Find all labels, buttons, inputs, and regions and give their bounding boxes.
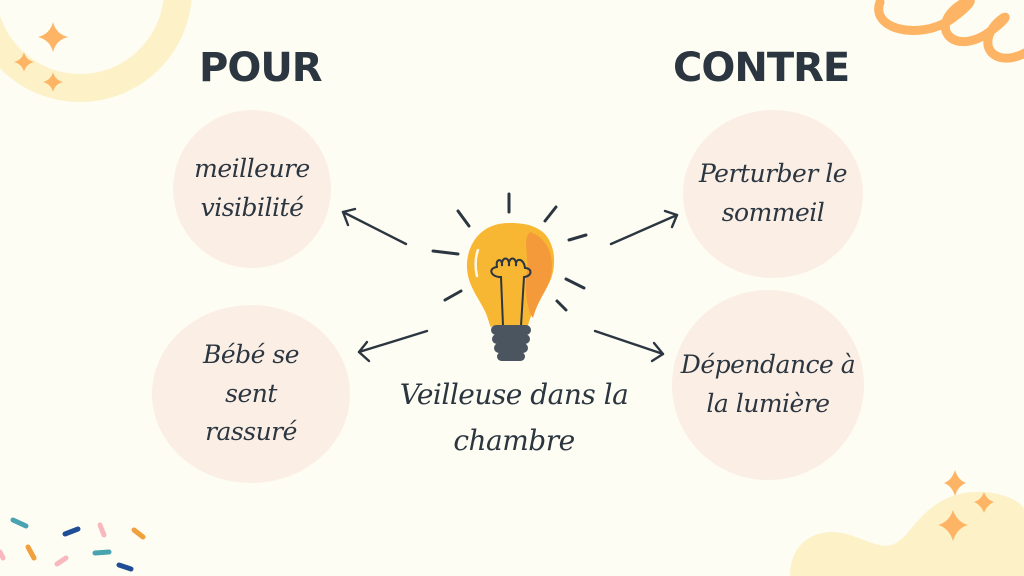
item-text: Bébé se: [202, 339, 300, 369]
sparkle-icon: [14, 22, 68, 92]
center-topic-label: Veilleuse dans la chambre: [380, 372, 648, 464]
item-text: Dépendance à: [680, 350, 856, 380]
pour-item-visibility: meilleure visibilité: [173, 110, 331, 268]
arrow-icon: [357, 329, 429, 354]
pour-heading: POUR: [199, 45, 323, 91]
sparkle-icon: [938, 470, 994, 541]
item-text: meilleure: [194, 154, 310, 184]
center-topic-line: chambre: [453, 424, 575, 458]
blob-shape: [790, 491, 1024, 576]
contre-item-dependence: Dépendance à la lumière: [672, 290, 864, 480]
contre-item-sleep: Perturber le sommeil: [683, 110, 863, 278]
item-text: visibilité: [200, 193, 304, 222]
squiggle-shape: [874, 0, 1024, 63]
arrowhead-icon: [663, 209, 679, 229]
light-bulb-icon: [431, 192, 588, 361]
arrow-icon: [609, 213, 679, 246]
item-text: rassuré: [205, 417, 297, 447]
arrow-icon: [341, 210, 408, 246]
arrowhead-icon: [650, 341, 665, 363]
item-text: sommeil: [721, 198, 825, 227]
center-topic-line: Veilleuse dans la: [399, 378, 629, 411]
item-text: Perturber le: [698, 159, 848, 189]
arrowhead-icon: [341, 207, 357, 227]
confetti-shape: [0, 517, 146, 572]
pour-item-reassured: Bébé se sent rassuré: [152, 305, 350, 483]
contre-heading: CONTRE: [673, 45, 850, 91]
arrowhead-icon: [357, 340, 371, 363]
arrow-icon: [593, 329, 665, 356]
ring-shape: [0, 0, 192, 102]
item-text: la lumière: [706, 389, 830, 418]
item-text: sent: [225, 378, 277, 408]
